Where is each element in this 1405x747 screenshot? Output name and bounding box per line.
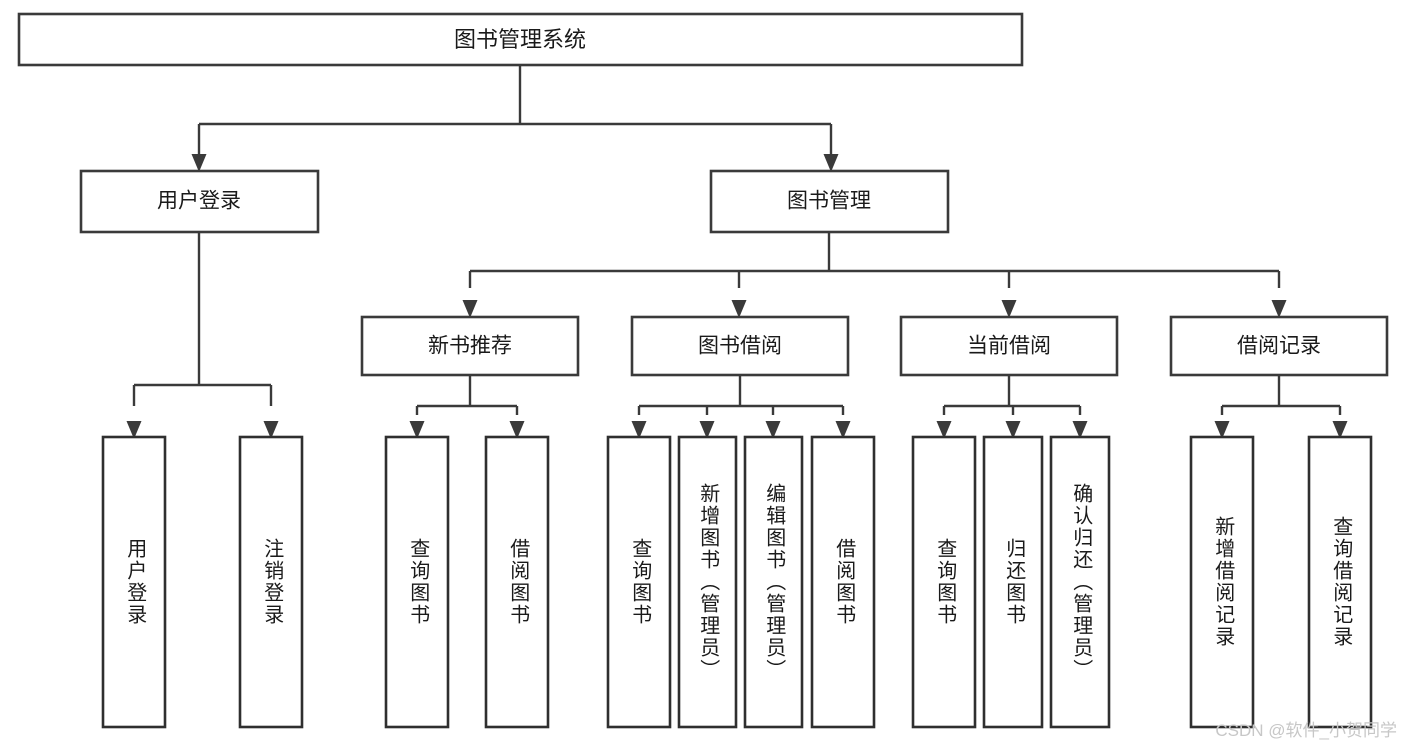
node-current-borrow: 当前借阅: [899, 315, 1119, 377]
leaf-record-add-record: 新增借阅记录: [1189, 435, 1255, 729]
connector-book-management-to-level2: [462, 232, 1287, 318]
connector-book-borrow-to-leaves: [631, 375, 851, 439]
leaf-current-query-book-label: 查询图书: [934, 538, 957, 626]
connector-new-book-recommend-to-leaves: [409, 375, 525, 439]
connector-root-to-level1: [191, 65, 839, 172]
leaf-current-return-book-label: 归还图书: [1003, 538, 1026, 626]
node-borrow-record: 借阅记录: [1169, 315, 1389, 377]
node-current-borrow-label: 当前借阅: [967, 335, 1051, 358]
node-root: 图书管理系统: [17, 12, 1024, 67]
node-user-login-label: 用户登录: [157, 190, 241, 213]
connector-current-borrow-to-leaves: [936, 375, 1088, 439]
connector-borrow-record-to-leaves: [1214, 375, 1348, 439]
watermark: CSDN @软件_小贺同学: [1215, 721, 1397, 740]
leaf-current-confirm-return-label: 确认归还（管理员）: [1070, 483, 1093, 681]
connector-user-login-to-leaves: [126, 232, 279, 439]
leaf-current-query-book: 查询图书: [911, 435, 977, 729]
node-book-borrow: 图书借阅: [630, 315, 850, 377]
node-book-management: 图书管理: [709, 169, 950, 234]
leaf-user-login-login-label: 用户登录: [124, 538, 147, 626]
leaf-recommend-borrow-book: 借阅图书: [484, 435, 550, 729]
leaf-borrow-add-book: 新增图书（管理员）: [677, 435, 738, 729]
leaf-current-confirm-return: 确认归还（管理员）: [1049, 435, 1111, 729]
leaf-user-login-logout: 注销登录: [238, 435, 304, 729]
leaf-borrow-borrow-book-label: 借阅图书: [833, 538, 856, 626]
leaf-current-return-book: 归还图书: [982, 435, 1044, 729]
node-book-borrow-label: 图书借阅: [698, 335, 782, 358]
node-borrow-record-label: 借阅记录: [1237, 335, 1321, 358]
leaf-borrow-edit-book-label: 编辑图书（管理员）: [763, 483, 786, 681]
leaf-record-query-record-label: 查询借阅记录: [1330, 516, 1353, 648]
leaf-borrow-query-book: 查询图书: [606, 435, 672, 729]
leaf-user-login-login: 用户登录: [101, 435, 167, 729]
leaf-borrow-query-book-label: 查询图书: [629, 538, 652, 626]
leaf-record-add-record-label: 新增借阅记录: [1212, 516, 1235, 648]
leaf-borrow-edit-book: 编辑图书（管理员）: [743, 435, 804, 729]
leaf-recommend-query-book: 查询图书: [384, 435, 450, 729]
leaf-recommend-borrow-book-label: 借阅图书: [507, 538, 530, 626]
node-root-label: 图书管理系统: [454, 27, 586, 52]
leaf-recommend-query-book-label: 查询图书: [407, 538, 430, 626]
node-new-book-recommend-label: 新书推荐: [428, 335, 512, 358]
node-new-book-recommend: 新书推荐: [360, 315, 580, 377]
leaf-user-login-logout-label: 注销登录: [261, 538, 284, 626]
leaf-borrow-add-book-label: 新增图书（管理员）: [697, 483, 720, 681]
node-user-login: 用户登录: [79, 169, 320, 234]
node-book-management-label: 图书管理: [787, 190, 871, 213]
leaf-record-query-record: 查询借阅记录: [1307, 435, 1373, 729]
leaf-borrow-borrow-book: 借阅图书: [810, 435, 876, 729]
